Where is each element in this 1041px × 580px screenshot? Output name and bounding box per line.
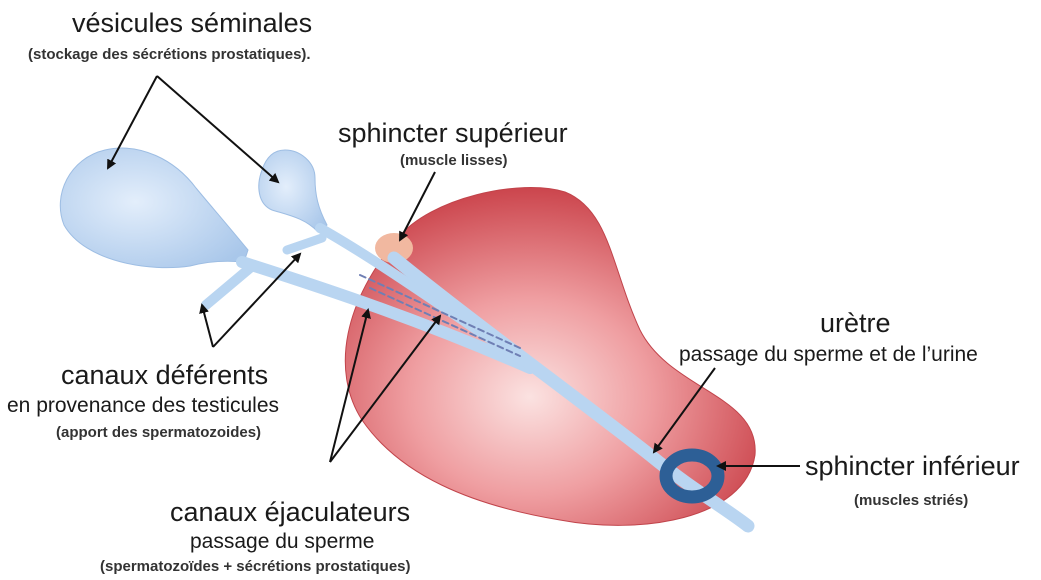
arrow-vesicles-right xyxy=(157,76,278,182)
label-deferents-title: canaux déférents xyxy=(61,360,268,390)
label-ejaculateurs-subtitle: (spermatozoïdes + sécrétions prostatique… xyxy=(100,558,411,576)
left-vas-stub xyxy=(206,268,250,305)
label-uretre-subtitle: passage du sperme et de l’urine xyxy=(679,343,978,367)
label-sphincter-sup-subtitle: (muscle lisses) xyxy=(400,152,508,170)
right-vas-stub xyxy=(287,238,322,250)
right-seminal-vesicle xyxy=(259,150,327,232)
label-vesicules-subtitle: (stockage des sécrétions prostatiques). xyxy=(28,46,311,64)
label-sphincter-inf-title: sphincter inférieur xyxy=(805,451,1020,481)
arrow-deferents-left xyxy=(202,305,213,347)
label-ejaculateurs-line2: passage du sperme xyxy=(190,530,374,554)
label-ejaculateurs-title: canaux éjaculateurs xyxy=(170,497,410,527)
label-deferents-subtitle: (apport des spermatozoides) xyxy=(56,424,261,442)
label-vesicules-title: vésicules séminales xyxy=(72,8,312,38)
label-sphincter-sup-title: sphincter supérieur xyxy=(338,118,568,148)
label-deferents-line2: en provenance des testicules xyxy=(7,394,279,418)
label-uretre-title: urètre xyxy=(820,308,891,338)
label-sphincter-inf-subtitle: (muscles striés) xyxy=(854,492,968,510)
left-seminal-vesicle xyxy=(60,148,248,268)
